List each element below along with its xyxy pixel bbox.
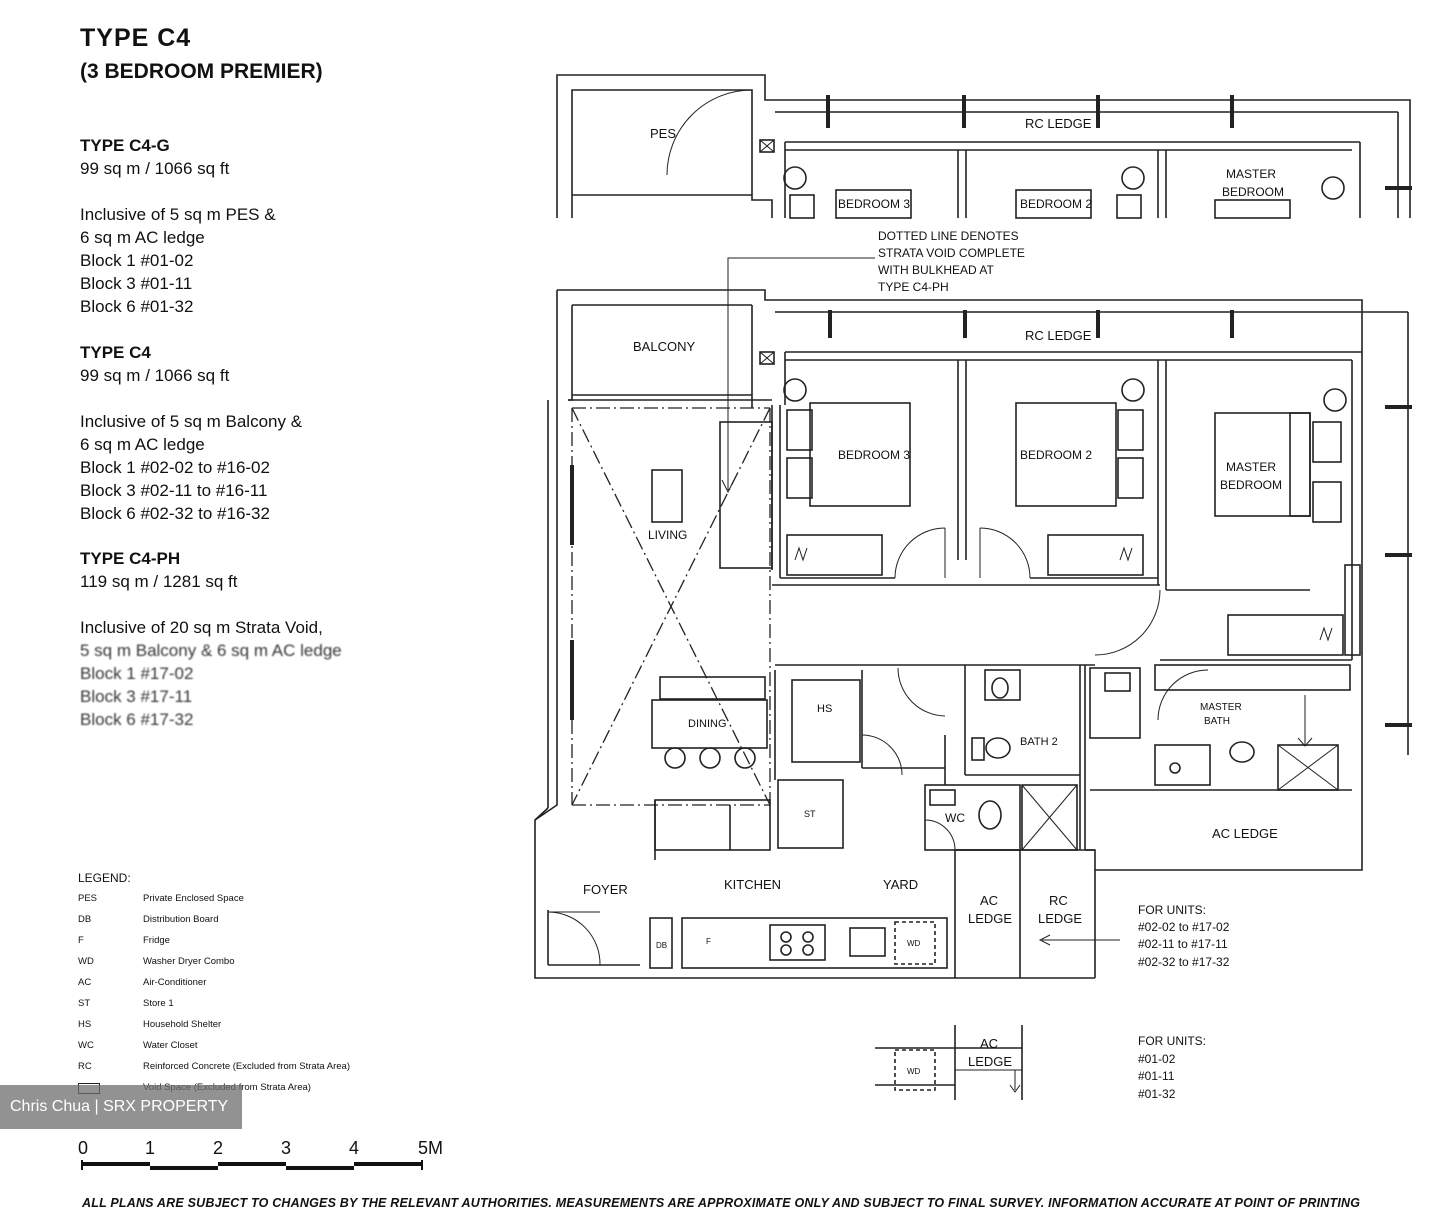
label-kitchen: KITCHEN (724, 877, 781, 892)
strata-note: DOTTED LINE DENOTES (878, 229, 1019, 243)
unit-heading: TYPE C4 (80, 343, 151, 362)
watermark: Chris Chua | SRX PROPERTY (0, 1085, 242, 1129)
unit-line: Block 6 #17-32 (80, 710, 194, 729)
legend-title: LEGEND: (78, 871, 131, 885)
label-st: ST (804, 809, 816, 819)
scale-label: 5M (418, 1138, 444, 1158)
label-inset-ac: AC (980, 1036, 998, 1051)
for-units-a-title: FOR UNITS: (1138, 903, 1206, 917)
label-ac-ledge-2: LEDGE (968, 911, 1012, 926)
unit-line: 6 sq m AC ledge (80, 435, 205, 454)
label-fridge: F (706, 937, 711, 946)
scale-label: 0 (78, 1138, 89, 1158)
label-balcony: BALCONY (633, 339, 695, 354)
unit-line: Block 6 #01-32 (80, 297, 194, 316)
unit-line: Block 6 #02-32 to #16-32 (80, 504, 270, 523)
unit-line: 6 sq m AC ledge (80, 228, 205, 247)
label-hs: HS (817, 703, 832, 715)
unit-line: Block 3 #01-11 (80, 274, 193, 293)
label-master-bath: MASTER (1200, 702, 1242, 713)
unit-heading: TYPE C4-PH (80, 549, 181, 568)
label-rc-ledge-upper: RC LEDGE (1025, 116, 1092, 131)
unit-line: Inclusive of 5 sq m Balcony & (80, 412, 303, 431)
label-bedroom3: BEDROOM 3 (838, 448, 910, 462)
inset-partial-plan (875, 1025, 1023, 1100)
label-foyer: FOYER (583, 882, 628, 897)
label-master-2: BEDROOM (1220, 478, 1282, 492)
page-subtitle: (3 BEDROOM PREMIER) (80, 60, 323, 83)
strata-note: WITH BULKHEAD AT (878, 263, 994, 277)
label-inset-ac-2: LEDGE (968, 1054, 1012, 1069)
unit-area: 119 sq m / 1281 sq ft (80, 572, 238, 591)
label-master-bath-2: BATH (1204, 716, 1230, 727)
unit-info-c4: TYPE C4 99 sq m / 1066 sq ft Inclusive o… (80, 341, 410, 525)
for-units-b-line: #01-11 (1138, 1069, 1175, 1083)
unit-info-c4ph: TYPE C4-PH 119 sq m / 1281 sq ft Inclusi… (80, 547, 410, 731)
unit-area: 99 sq m / 1066 sq ft (80, 366, 230, 385)
label-rc-ledge-core: RC (1049, 893, 1068, 908)
unit-line: Inclusive of 5 sq m PES & (80, 205, 276, 224)
label-rc-ledge-core-2: LEDGE (1038, 911, 1082, 926)
for-units-b-line: #01-32 (1138, 1087, 1176, 1101)
label-master-upper-2: BEDROOM (1222, 185, 1284, 199)
unit-line: Block 1 #01-02 (80, 251, 194, 270)
label-inset-wd: WD (907, 1067, 921, 1076)
upper-partial-plan (556, 74, 1412, 219)
unit-line: Block 1 #02-02 to #16-02 (80, 458, 270, 477)
strata-note: TYPE C4-PH (878, 280, 949, 294)
label-dining: DINING (688, 718, 727, 730)
unit-area: 99 sq m / 1066 sq ft (80, 159, 230, 178)
unit-info-c4g: TYPE C4-G 99 sq m / 1066 sq ft Inclusive… (80, 134, 410, 318)
label-yard: YARD (883, 877, 918, 892)
for-units-b-line: #01-02 (1138, 1052, 1176, 1066)
page-title: TYPE C4 (80, 24, 192, 52)
label-master: MASTER (1226, 460, 1276, 474)
label-rc-ledge: RC LEDGE (1025, 328, 1092, 343)
unit-line: 5 sq m Balcony & 6 sq m AC ledge (80, 641, 342, 660)
for-units-a-line: #02-11 to #17-11 (1138, 937, 1228, 951)
label-db: DB (656, 941, 667, 950)
label-bedroom2: BEDROOM 2 (1020, 448, 1092, 462)
label-pes: PES (650, 126, 676, 141)
unit-line: Block 1 #17-02 (80, 664, 194, 683)
scale-bar (81, 1160, 423, 1170)
scale-label: 4 (349, 1138, 360, 1158)
scale-label: 2 (213, 1138, 224, 1158)
scale-label: 1 (145, 1138, 156, 1158)
label-master-upper: MASTER (1226, 167, 1276, 181)
for-units-b-title: FOR UNITS: (1138, 1034, 1206, 1048)
label-bedroom3-upper: BEDROOM 3 (838, 197, 910, 211)
for-units-a-line: #02-02 to #17-02 (1138, 920, 1230, 934)
label-living: LIVING (648, 528, 687, 542)
unit-line: Inclusive of 20 sq m Strata Void, (80, 618, 323, 637)
label-bath2: BATH 2 (1020, 736, 1058, 748)
disclaimer-footer: ALL PLANS ARE SUBJECT TO CHANGES BY THE … (82, 1196, 1361, 1210)
label-wc: WC (945, 811, 965, 825)
scale-label: 3 (281, 1138, 292, 1158)
unit-heading: TYPE C4-G (80, 136, 170, 155)
label-ac-ledge-right: AC LEDGE (1212, 826, 1278, 841)
label-bedroom2-upper: BEDROOM 2 (1020, 197, 1092, 211)
unit-line: Block 3 #02-11 to #16-11 (80, 481, 268, 500)
unit-line: Block 3 #17-11 (80, 687, 193, 706)
strata-note: STRATA VOID COMPLETE (878, 246, 1025, 260)
for-units-a-line: #02-32 to #17-32 (1138, 955, 1230, 969)
main-plan (534, 257, 1412, 979)
label-ac-ledge: AC (980, 893, 998, 908)
label-wd: WD (907, 939, 921, 948)
